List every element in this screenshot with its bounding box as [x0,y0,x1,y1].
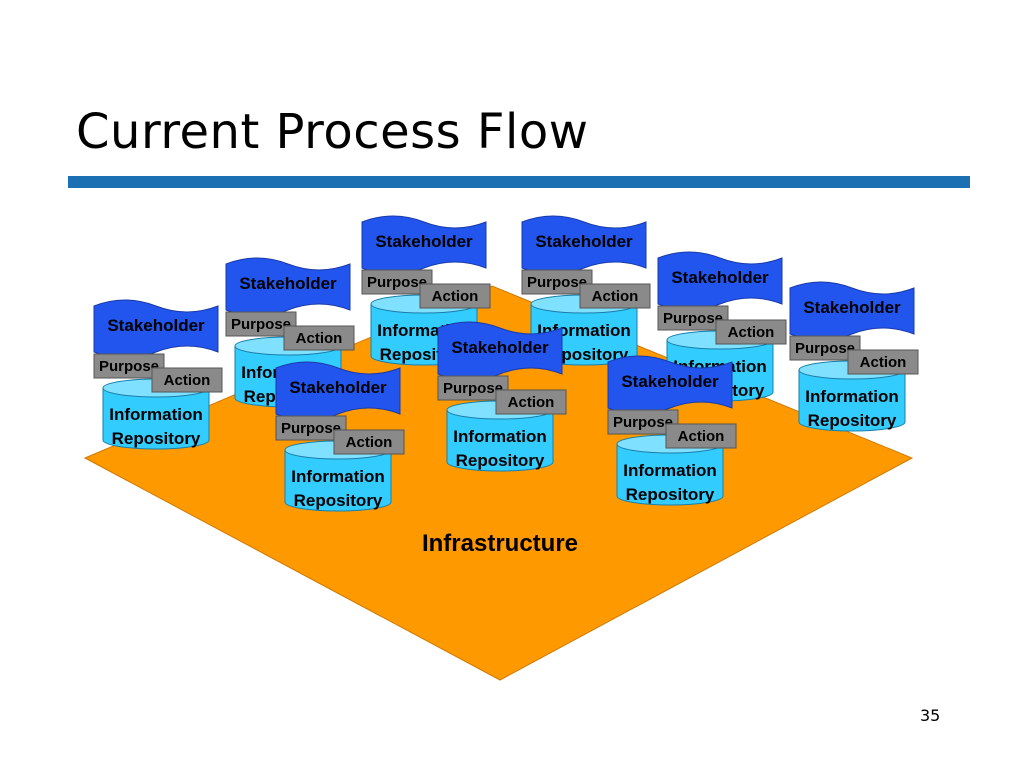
stakeholder-label: Stakeholder [535,232,633,251]
action-tag [333,429,405,455]
stakeholder-label: Stakeholder [451,338,549,357]
action-tag [847,349,919,375]
action-label: Action [592,288,639,305]
purpose-label: Purpose [443,380,503,397]
purpose-label: Purpose [663,310,723,327]
action-label: Action [432,288,479,305]
purpose-tag [275,415,347,441]
action-tag [665,423,737,449]
action-label: Action [678,428,725,445]
action-label: Action [860,354,907,371]
stakeholder-label: Stakeholder [239,274,337,293]
action-label: Action [508,394,555,411]
action-tag [495,389,567,415]
purpose-label: Purpose [99,358,159,375]
repository-label-line1: Information [805,387,899,406]
action-label: Action [346,434,393,451]
action-label: Action [164,372,211,389]
repository-cylinder [102,387,210,450]
slide-title: Current Process Flow [76,104,589,160]
repository-label-line2: Repository [456,451,545,470]
repository-cylinder [284,449,392,512]
stakeholder-label: Stakeholder [107,316,205,335]
repository-label-line2: Repository [294,491,383,510]
action-tag [579,283,651,309]
page-number: 35 [920,706,941,725]
repository-cylinder [446,409,554,472]
action-tag [151,367,223,393]
action-tag [283,325,355,351]
action-label: Action [296,330,343,347]
repository-cylinder [798,369,906,432]
repository-label-line1: Information [623,461,717,480]
action-tag [419,283,491,309]
action-tag [715,319,787,345]
stakeholder-label: Stakeholder [289,378,387,397]
stakeholder-label: Stakeholder [375,232,473,251]
repository-cylinder [616,443,724,506]
stakeholder-label: Stakeholder [803,298,901,317]
purpose-label: Purpose [795,340,855,357]
repository-label-line1: Information [453,427,547,446]
purpose-label: Purpose [367,274,427,291]
action-label: Action [728,324,775,341]
purpose-label: Purpose [613,414,673,431]
repository-label-line2: Repository [626,485,715,504]
infrastructure-label: Infrastructure [422,530,578,557]
purpose-label: Purpose [231,316,291,333]
node-group: InformationRepositoryStakeholderPurposeA… [93,215,919,512]
purpose-tag [437,375,509,401]
purpose-tag [657,305,729,331]
purpose-label: Purpose [527,274,587,291]
repository-label-line2: Repository [112,429,201,448]
purpose-label: Purpose [281,420,341,437]
repository-label-line1: Information [109,405,203,424]
stakeholder-label: Stakeholder [621,372,719,391]
title-rule [68,176,970,188]
repository-label-line1: Information [291,467,385,486]
stakeholder-label: Stakeholder [671,268,769,287]
repository-label-line2: Repository [808,411,897,430]
